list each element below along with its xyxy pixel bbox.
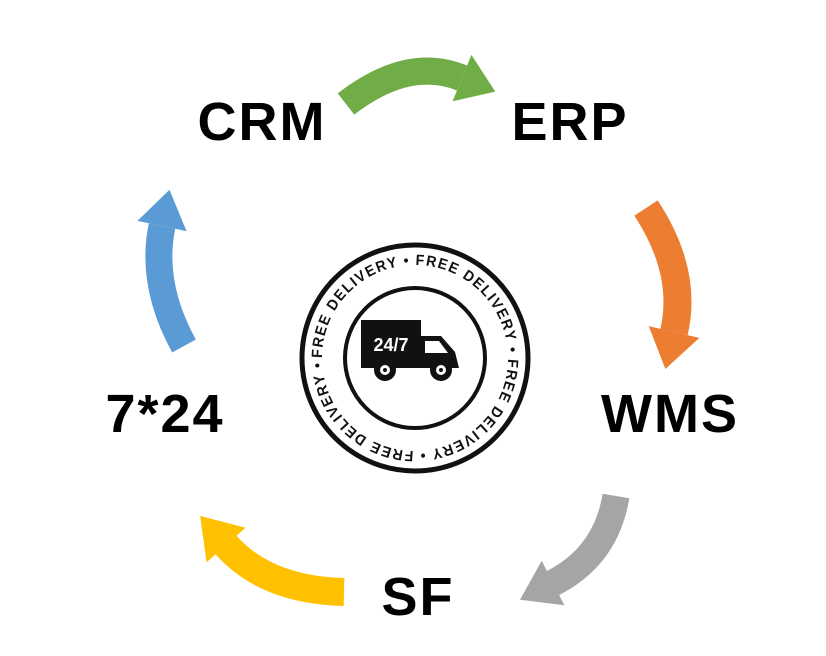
arrow-crm-to-erp-head [452,54,496,102]
node-label-crm: CRM [197,92,327,152]
node-label-erp: ERP [511,92,629,152]
arrow-crm-to-erp-shaft [337,57,468,115]
truck-icon: 24/7 [361,320,459,381]
badge-inner-ring [343,286,487,430]
truck-24-7-label: 24/7 [373,335,408,355]
arrow-wms-to-sf-head [520,560,565,606]
arrow-sf-to-724-head [200,515,246,563]
node-label-wms: WMS [601,384,739,444]
arrow-724-to-crm-shaft [145,223,196,353]
arrow-724-to-crm [137,189,196,353]
arrow-wms-to-sf [520,493,630,606]
truck-front-wheel-hub [439,368,443,372]
arrow-erp-to-wms-head [648,326,700,369]
truck-window [425,341,448,353]
arrow-sf-to-724 [200,515,345,606]
node-label-sf: SF [381,567,455,627]
arrow-sf-to-724-shaft [215,535,345,606]
arrow-erp-to-wms [634,200,700,369]
node-label-7x24: 7*24 [105,384,225,444]
truck-rear-wheel-hub [383,368,387,372]
truck-cargo-box [361,320,421,368]
arrow-erp-to-wms-shaft [634,200,692,336]
arrow-crm-to-erp [337,54,496,115]
free-delivery-badge: FREE DELIVERY • FREE DELIVERY • FREE DEL… [299,242,531,474]
arrow-724-to-crm-head [137,189,187,232]
badge-outer-ring [299,242,531,474]
arrow-wms-to-sf-shaft [546,493,630,596]
